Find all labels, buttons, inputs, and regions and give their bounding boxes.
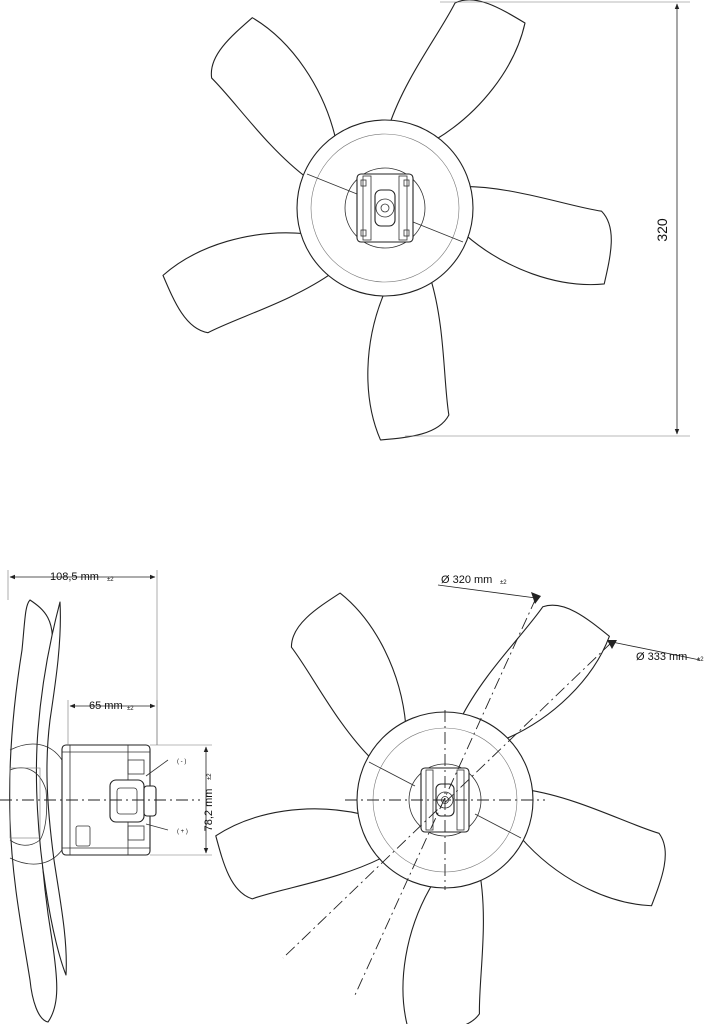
motor-height-label: 78,2 mm — [203, 789, 215, 832]
motor-ring — [344, 167, 426, 249]
motor-depth-label: 65 mm — [89, 700, 123, 712]
terminal-negative-label: ( - ) — [177, 759, 186, 765]
fan-blade — [450, 146, 627, 321]
diameter-333-tolerance: ±2 — [697, 657, 704, 663]
diameter-320-tolerance: ±2 — [500, 580, 507, 586]
connector — [109, 779, 145, 823]
fan-side-view: ( - ) ( + ) 108,5 mm ±2 65 mm ±2 78,2 mm… — [0, 570, 215, 1023]
fan-blade — [311, 264, 505, 460]
height-dimension: 320 — [405, 1, 690, 437]
overall-width-label: 108,5 mm — [50, 571, 99, 583]
fan-blade — [388, 0, 526, 141]
motor-bracket — [356, 173, 414, 243]
hub-inner-ring — [310, 133, 460, 283]
terminal-positive-label: ( + ) — [177, 829, 188, 835]
fan-diameter-view — [199, 582, 675, 1024]
diameter-320-label: Ø 320 mm — [441, 574, 492, 586]
overall-width-tolerance: ±2 — [107, 577, 114, 583]
motor-height-tolerance: ±2 — [207, 773, 213, 780]
fan-blade — [512, 767, 675, 927]
label-plate-icon — [75, 825, 91, 847]
height-dimension-label: 320 — [654, 218, 670, 242]
diameter-333-label: Ø 333 mm — [636, 651, 687, 663]
motor-depth-tolerance: ±2 — [127, 706, 134, 712]
fan-top-view — [148, 0, 627, 460]
